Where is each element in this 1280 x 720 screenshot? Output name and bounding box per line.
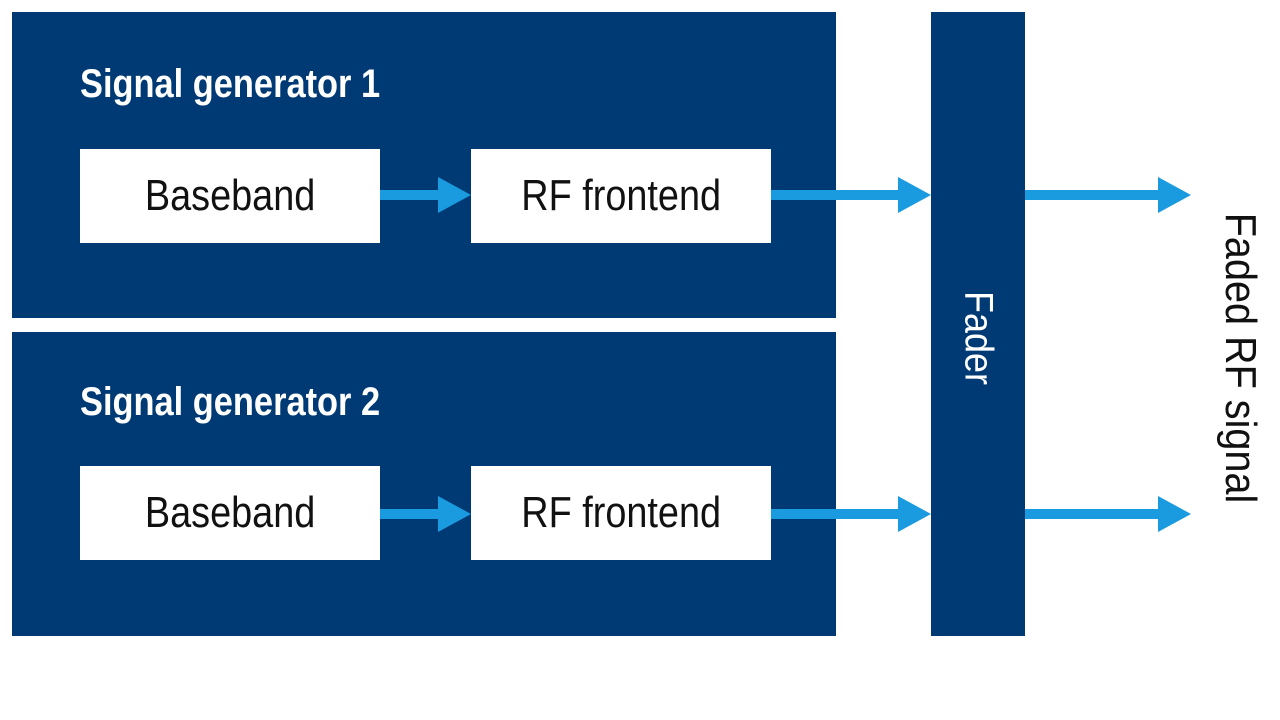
- rf-frontend-label-1: RF frontend: [521, 171, 721, 220]
- arrow-fader-output-1: [1025, 177, 1191, 213]
- arrow-baseband-to-rf-1: [380, 177, 471, 213]
- rf-frontend-block-1: RF frontend: [471, 149, 771, 243]
- rf-frontend-label-2: RF frontend: [521, 488, 721, 537]
- arrow-fader-output-2: [1025, 496, 1191, 532]
- arrow-baseband-to-rf-2: [380, 496, 471, 532]
- signal-generator-2-title: Signal generator 2: [80, 380, 381, 424]
- baseband-block-1: Baseband: [80, 149, 380, 243]
- arrow-rf-to-fader-1: [771, 177, 931, 213]
- baseband-label-1: Baseband: [144, 171, 316, 220]
- signal-generator-1-title: Signal generator 1: [80, 62, 381, 106]
- arrow-rf-to-fader-2: [771, 496, 931, 532]
- fader-block: Fader: [931, 12, 1025, 636]
- baseband-label-2: Baseband: [144, 488, 316, 537]
- rf-frontend-block-2: RF frontend: [471, 466, 771, 560]
- baseband-block-2: Baseband: [80, 466, 380, 560]
- signal-generator-2-panel: Signal generator 2 Baseband RF frontend: [12, 332, 836, 636]
- signal-generator-1-panel: Signal generator 1 Baseband RF frontend: [12, 12, 836, 318]
